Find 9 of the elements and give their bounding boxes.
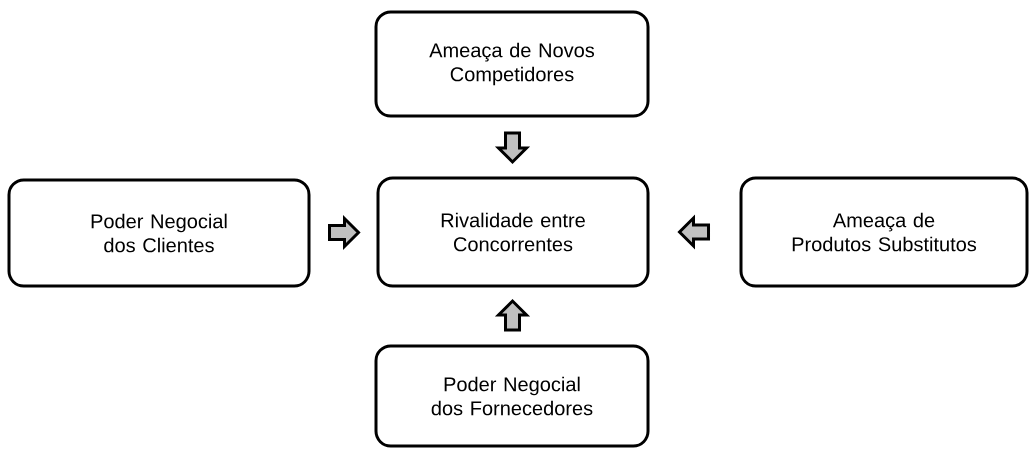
rounded-box: Rivalidade entre Concorrentes [376, 176, 650, 288]
block-arrow [328, 214, 361, 251]
rounded-box: Poder Negocial dos Clientes [7, 178, 311, 288]
block-arrow [494, 131, 531, 165]
rounded-box: Poder Negocial dos Fornecedores [374, 344, 650, 448]
block-arrow [677, 214, 710, 250]
rounded-box: Ameaça de Novos Competidores [374, 10, 650, 118]
rounded-box: Ameaça de Produtos Substitutos [739, 176, 1029, 288]
block-arrow [494, 298, 531, 332]
